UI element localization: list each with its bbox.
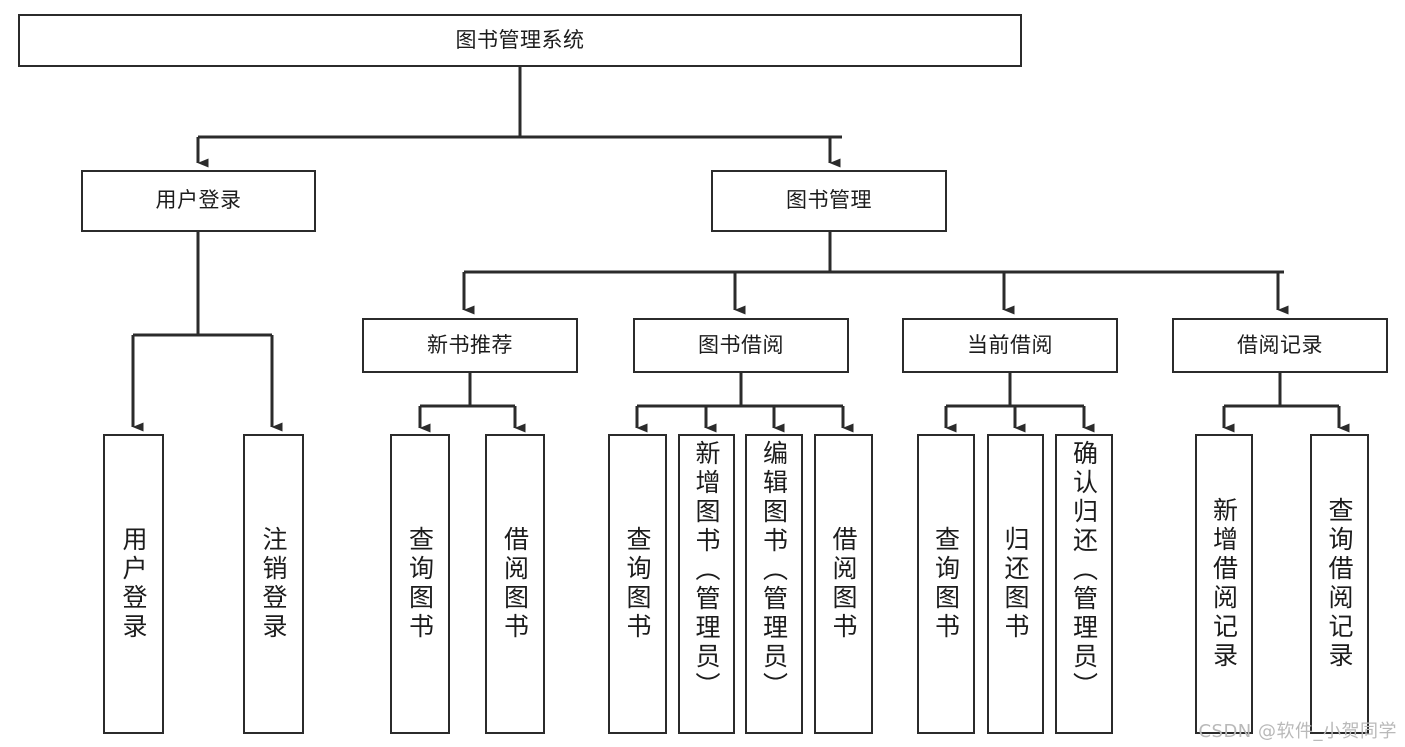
node-root-system[interactable]: 图书管理系统 bbox=[18, 14, 1022, 67]
node-label: 新增图书（管理员） bbox=[692, 440, 721, 701]
node-label: 借阅图书 bbox=[829, 526, 858, 642]
node-current-borrow[interactable]: 当前借阅 bbox=[902, 318, 1118, 373]
node-label: 图书管理系统 bbox=[455, 27, 585, 52]
node-leaf-borrow-book-recommend[interactable]: 借阅图书 bbox=[485, 434, 545, 734]
node-label: 借阅记录 bbox=[1237, 332, 1323, 357]
node-label: 编辑图书（管理员） bbox=[759, 440, 789, 701]
node-book-borrow[interactable]: 图书借阅 bbox=[633, 318, 849, 373]
node-label: 归还图书 bbox=[1001, 526, 1030, 642]
node-label: 图书借阅 bbox=[698, 332, 784, 357]
node-leaf-query-book-current[interactable]: 查询图书 bbox=[917, 434, 975, 734]
node-leaf-borrow-book[interactable]: 借阅图书 bbox=[814, 434, 873, 734]
node-leaf-return-book[interactable]: 归还图书 bbox=[987, 434, 1044, 734]
node-label: 用户登录 bbox=[155, 188, 242, 213]
node-leaf-query-book-borrow[interactable]: 查询图书 bbox=[608, 434, 667, 734]
node-leaf-add-book[interactable]: 新增图书（管理员） bbox=[678, 434, 735, 734]
node-borrow-record[interactable]: 借阅记录 bbox=[1172, 318, 1388, 373]
node-label: 确认归还（管理员） bbox=[1069, 440, 1099, 701]
node-label: 用户登录 bbox=[119, 526, 148, 642]
node-label: 查询图书 bbox=[405, 526, 435, 642]
node-label: 注销登录 bbox=[259, 526, 288, 642]
node-book-management[interactable]: 图书管理 bbox=[711, 170, 947, 232]
node-label: 查询图书 bbox=[623, 526, 652, 642]
node-leaf-query-book-recommend[interactable]: 查询图书 bbox=[390, 434, 450, 734]
node-label: 借阅图书 bbox=[500, 526, 530, 642]
node-label: 图书管理 bbox=[786, 188, 872, 213]
node-label: 新增借阅记录 bbox=[1209, 497, 1239, 671]
node-leaf-add-borrow-record[interactable]: 新增借阅记录 bbox=[1195, 434, 1253, 734]
node-leaf-confirm-return[interactable]: 确认归还（管理员） bbox=[1055, 434, 1113, 734]
node-leaf-user-login[interactable]: 用户登录 bbox=[103, 434, 164, 734]
node-leaf-query-borrow-record[interactable]: 查询借阅记录 bbox=[1310, 434, 1369, 734]
node-user-login[interactable]: 用户登录 bbox=[81, 170, 316, 232]
node-label: 查询图书 bbox=[931, 526, 961, 642]
node-leaf-edit-book[interactable]: 编辑图书（管理员） bbox=[745, 434, 803, 734]
node-leaf-logout-login[interactable]: 注销登录 bbox=[243, 434, 304, 734]
node-new-book-recommend[interactable]: 新书推荐 bbox=[362, 318, 578, 373]
node-label: 新书推荐 bbox=[427, 332, 513, 357]
node-label: 当前借阅 bbox=[967, 332, 1053, 357]
node-label: 查询借阅记录 bbox=[1325, 497, 1354, 671]
